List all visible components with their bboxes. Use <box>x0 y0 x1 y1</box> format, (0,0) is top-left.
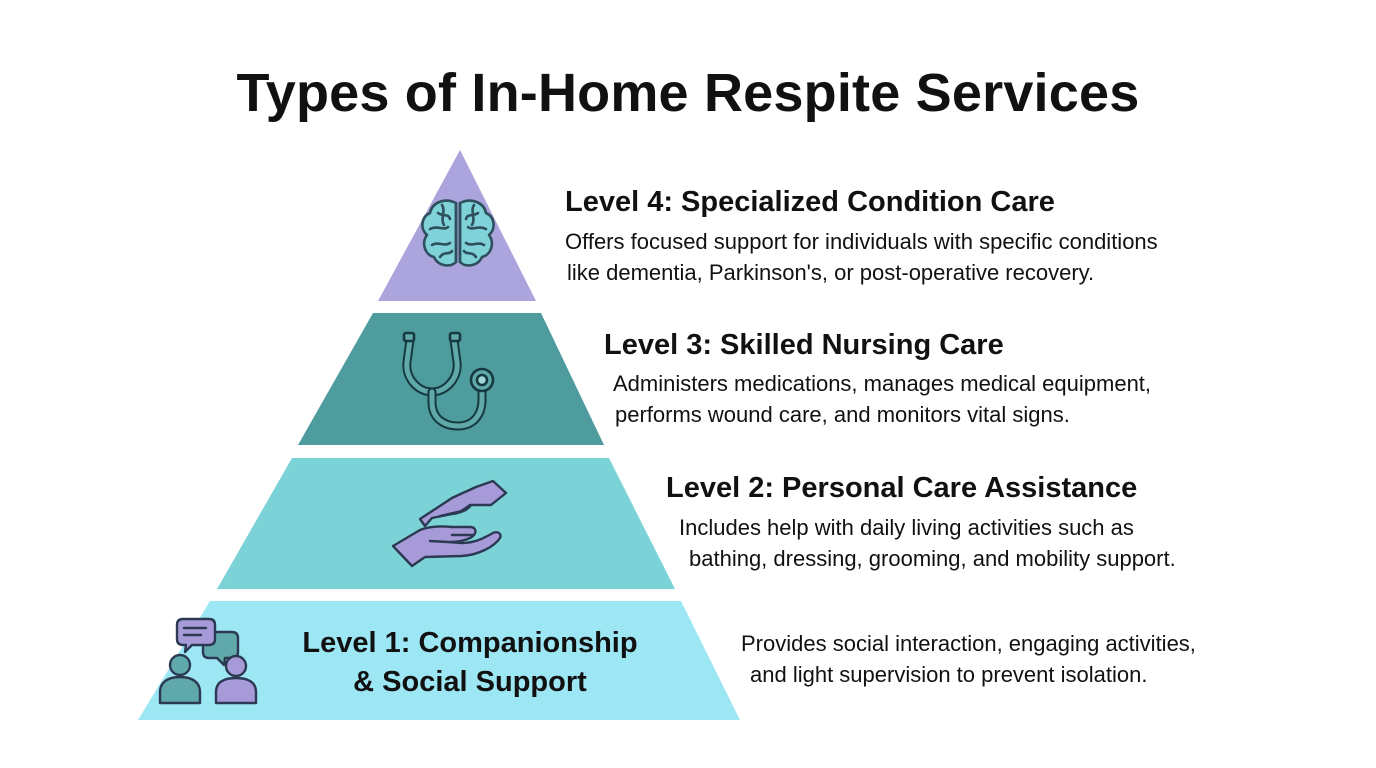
level-1-heading-line: Level 1: Companionship <box>302 627 638 659</box>
level-2-description: Includes help with daily living activiti… <box>679 512 1176 574</box>
page-title: Types of In-Home Respite Services <box>236 63 1140 123</box>
level-2-description-line: bathing, dressing, grooming, and mobilit… <box>689 546 1176 571</box>
level-2-description-line: Includes help with daily living activiti… <box>679 515 1134 540</box>
stethoscope-icon <box>402 331 495 431</box>
level-3-description: Administers medications, manages medical… <box>613 368 1151 430</box>
level-4-description-line: Offers focused support for individuals w… <box>565 229 1158 254</box>
level-2-heading: Level 2: Personal Care Assistance <box>666 472 1138 504</box>
level-1-heading-line: & Social Support <box>353 666 587 698</box>
level-1-description-line: and light supervision to prevent isolati… <box>750 662 1148 687</box>
level-3-description-line: Administers medications, manages medical… <box>613 371 1152 396</box>
level-1-heading: Level 1: Companionship & Social Support <box>300 624 640 702</box>
level-1-description: Provides social interaction, engaging ac… <box>741 628 1196 690</box>
level-3-heading: Level 3: Skilled Nursing Care <box>604 329 1004 361</box>
pyramid-tier-1 <box>138 601 740 720</box>
level-4-heading: Level 4: Specialized Condition Care <box>565 186 1055 218</box>
people-chat-icon <box>158 617 258 705</box>
level-4-description-line: like dementia, Parkinson's, or post-oper… <box>567 260 1095 285</box>
level-4-description: Offers focused support for individuals w… <box>565 226 1158 288</box>
pyramid-tier-2 <box>217 458 675 589</box>
hands-icon <box>391 479 508 568</box>
level-1-description-line: Provides social interaction, engaging ac… <box>741 631 1196 656</box>
brain-icon <box>421 199 495 267</box>
level-3-description-line: performs wound care, and monitors vital … <box>615 402 1070 427</box>
